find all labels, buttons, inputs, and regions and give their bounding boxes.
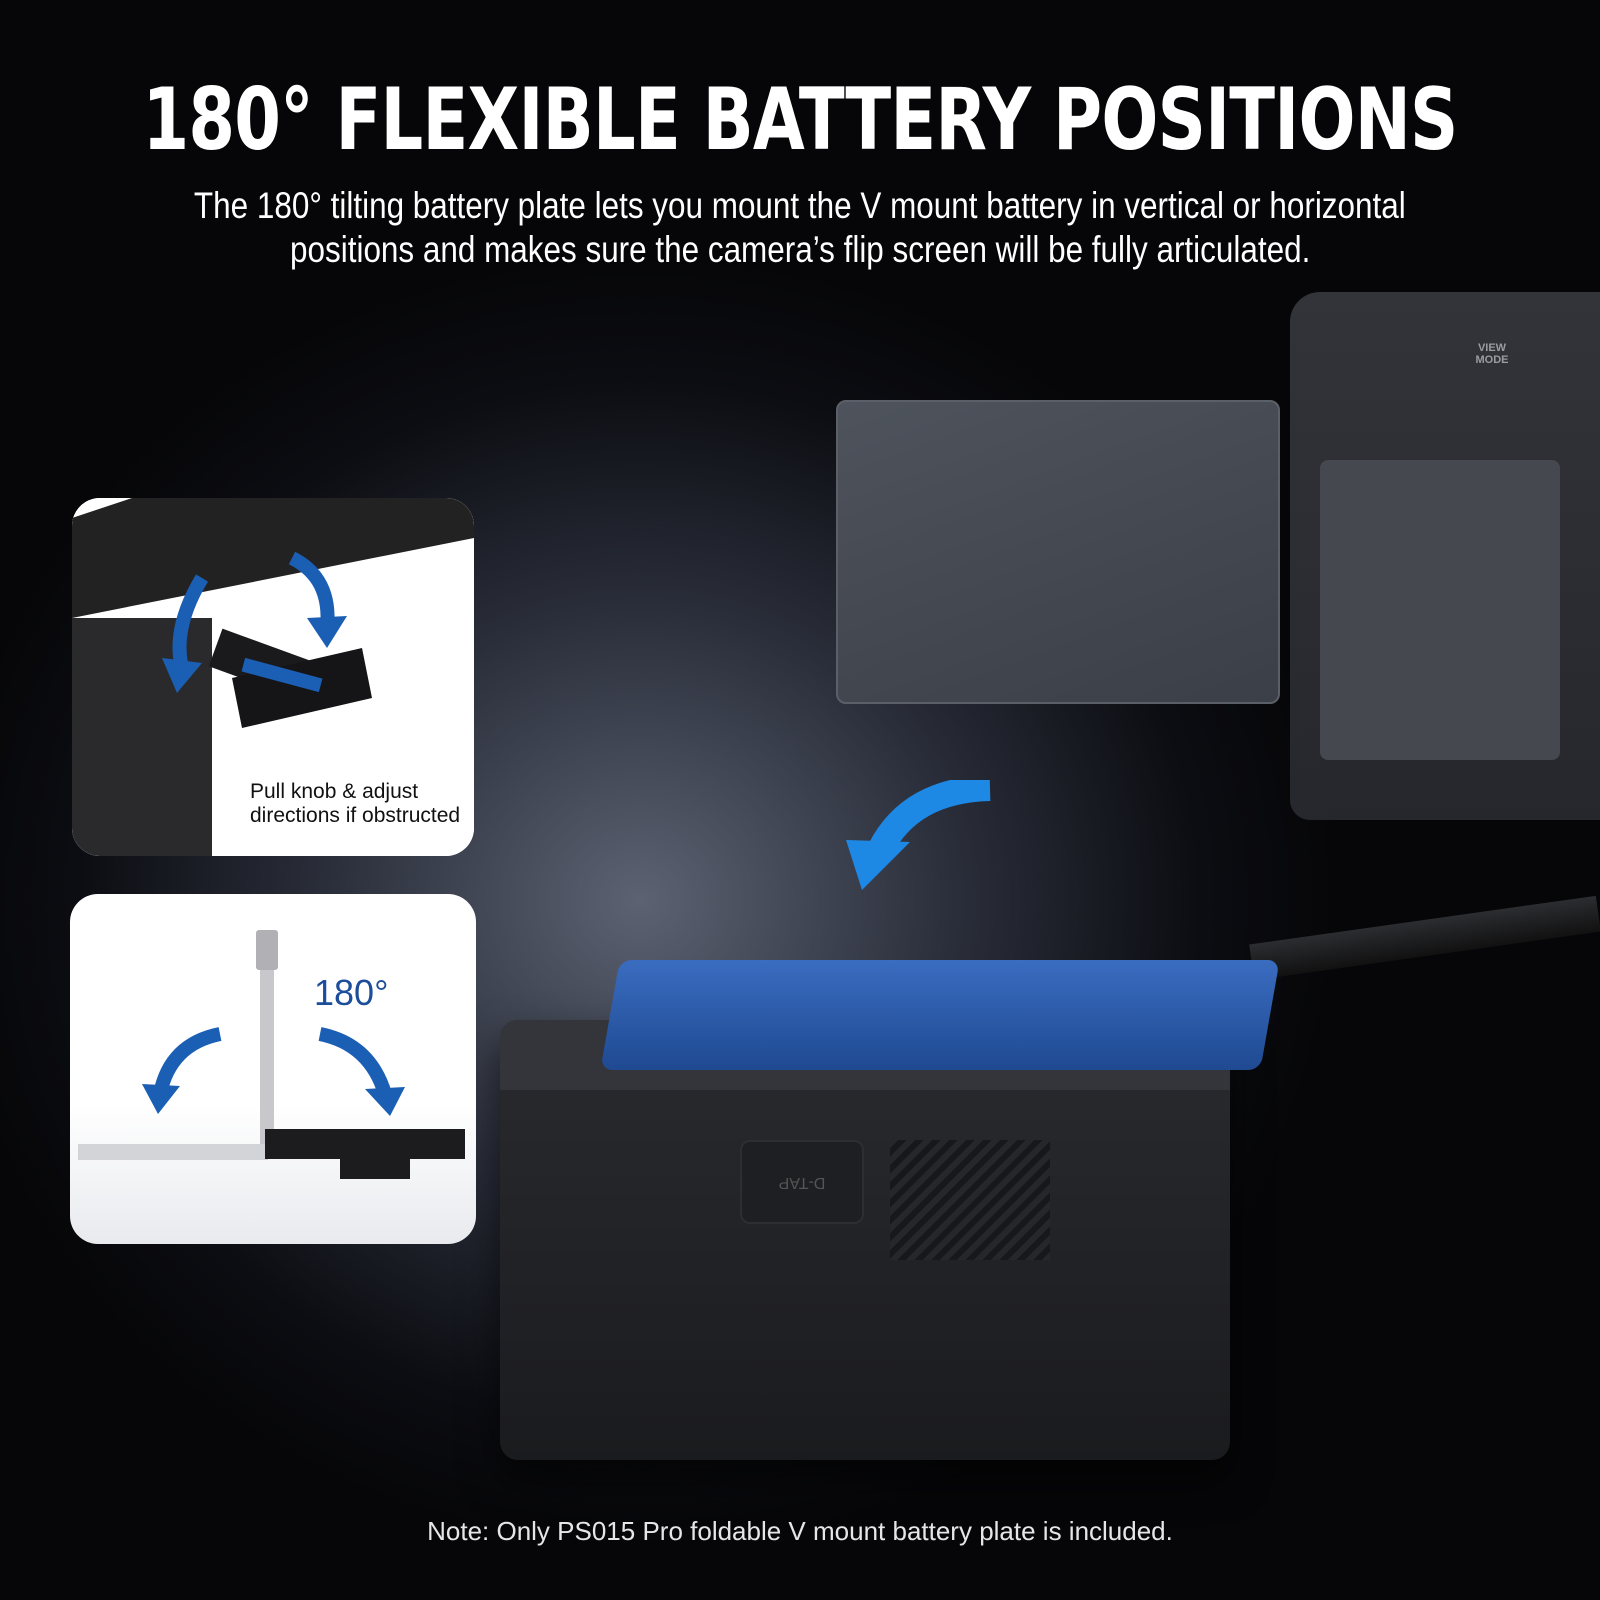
v-mount-battery-image	[500, 1020, 1230, 1460]
battery-plate-image	[600, 960, 1280, 1070]
knob-detail-inset: Pull knob & adjust directions if obstruc…	[72, 498, 474, 856]
d-tap-port: D-TAP	[740, 1140, 864, 1224]
subtitle: The 180° tilting battery plate lets you …	[0, 184, 1600, 272]
subtitle-line-2: positions and makes sure the camera’s fl…	[289, 229, 1311, 270]
rotation-angle-label: 180°	[314, 972, 389, 1013]
rotate-arrow-icon	[846, 780, 991, 890]
rotation-detail-inset: 180°	[70, 894, 476, 1244]
knob-caption-line-2: directions if obstructed	[250, 804, 461, 827]
subtitle-line-1: The 180° tilting battery plate lets you …	[194, 185, 1406, 226]
view-mode-button-label: VIEW MODE	[1475, 342, 1509, 366]
knob-caption: Pull knob & adjust directions if obstruc…	[250, 780, 460, 828]
battery-vent	[890, 1140, 1050, 1260]
rod-mount-image	[1249, 895, 1600, 981]
page-title-wrap: 180° FLEXIBLE BATTERY POSITIONS	[0, 70, 1600, 170]
camera-rear-screen	[1320, 460, 1560, 760]
flip-screen-image	[836, 400, 1280, 704]
rotation-diagram-image	[78, 930, 465, 1179]
footer-note: Note: Only PS015 Pro foldable V mount ba…	[427, 1516, 1173, 1546]
knob-mechanism-image	[72, 498, 474, 856]
knob-caption-line-1: Pull knob & adjust	[250, 780, 419, 803]
page-title: 180° FLEXIBLE BATTERY POSITIONS	[142, 70, 1458, 170]
